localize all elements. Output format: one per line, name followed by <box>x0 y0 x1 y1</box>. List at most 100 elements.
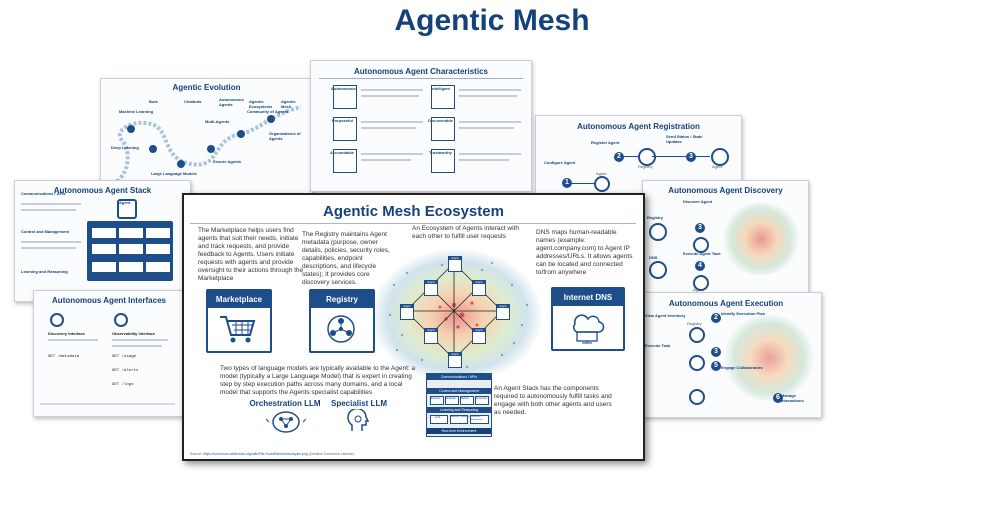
stack-side-label: Learning and Reasoning <box>21 269 68 274</box>
discovery-label: Execute Agent Task <box>683 251 721 256</box>
marketplace-box[interactable]: Marketplace <box>206 289 272 353</box>
execution-label: Identify Execution Plan <box>721 311 766 316</box>
stack-cell-label: Learning Mechanism <box>471 416 483 421</box>
flow-step: Bots <box>149 99 158 104</box>
slide-title: Autonomous Agent Execution <box>668 299 784 308</box>
discovery-label: DNS <box>649 255 658 260</box>
execution-label: Engage Collaborators <box>721 365 763 370</box>
flow-step: Chatbots <box>184 99 202 104</box>
characteristic-label: Autonomous <box>331 86 356 91</box>
flow-step: Agentic Ecosystems <box>249 99 273 109</box>
step-number: 3 <box>711 347 721 357</box>
internet-dns-label: Internet DNS <box>553 289 623 306</box>
internet-dns-box[interactable]: Internet DNS <box>551 287 625 351</box>
agent-node-label: Agent <box>473 328 485 332</box>
agent-node-label: Agent <box>401 304 413 308</box>
slide-title: Autonomous Agent Registration <box>577 122 700 131</box>
evolution-node: Large Language Models <box>151 171 197 176</box>
execution-label: Execute Task <box>645 343 671 348</box>
registration-label: Configure Agent <box>544 160 576 165</box>
marketplace-description: The Marketplace helps users find agents … <box>198 227 304 282</box>
registry-description: The Registry maintains Agent metadata (p… <box>302 231 390 286</box>
slide-agent-interfaces[interactable]: Autonomous Agent Interfaces Discovery In… <box>33 290 185 417</box>
agent-stack-description: An Agent Stack has the components requir… <box>494 385 612 416</box>
slide-agentic-evolution[interactable]: Agentic Evolution Bots Chatbots Autonomo… <box>100 78 313 200</box>
main-slide-agentic-mesh-ecosystem[interactable]: Agentic Mesh Ecosystem The Marketplace h… <box>182 193 645 461</box>
slide-title: Autonomous Agent Characteristics <box>354 67 488 76</box>
agent-node-label: Agent <box>425 328 437 332</box>
execution-label: View Agent Inventory <box>645 313 686 318</box>
discovery-label: Discover Agent <box>683 199 713 204</box>
execution-label: Registry <box>687 321 702 326</box>
agent-ecosystem-network: Agent Agent Agent Agent Agent Agent Agen… <box>372 249 542 383</box>
slide-agent-execution[interactable]: Autonomous Agent Execution View Agent In… <box>630 292 822 418</box>
source-credit: Source: https://commons.wikimedia.org/wi… <box>190 452 354 456</box>
flow-step: Agentic Mesh <box>281 99 296 109</box>
brain-head-icon <box>347 409 370 431</box>
registry-label: Registry <box>311 291 373 308</box>
step-number: 4 <box>695 261 705 271</box>
slide-agent-discovery[interactable]: Autonomous Agent Discovery Registry DNS … <box>642 180 809 297</box>
orchestration-llm-label: Orchestration LLM <box>249 399 321 408</box>
slide-title: Autonomous Agent Stack <box>53 186 152 195</box>
stack-row-label: Run-time Environment <box>441 429 477 433</box>
stack-agent: Agent <box>119 200 131 205</box>
registry-network-icon <box>327 315 355 343</box>
interface-endpoint: GET /logs <box>112 383 134 387</box>
characteristic-label: Intelligent <box>431 86 450 91</box>
main-slide-title: Agentic Mesh Ecosystem <box>323 203 504 220</box>
step-number: 1 <box>562 178 572 188</box>
agent-node-label: Agent <box>449 256 461 260</box>
registration-label: Register Agent <box>591 140 620 145</box>
agent-node-label: Agent <box>473 280 485 284</box>
characteristic-label: Accountable <box>330 150 355 155</box>
source-link[interactable]: https://commons.wikimedia.org/wiki/File:… <box>203 452 308 456</box>
source-suffix: (Creative Commons License) <box>308 452 355 456</box>
stack-cell-label: Memory / Retrieval <box>451 416 470 418</box>
characteristic-label: Discoverable <box>428 118 453 123</box>
evolution-node: Community of Agents <box>247 109 289 114</box>
stack-cell-label: Execute <box>431 397 441 400</box>
agent-node-label: Agent <box>497 304 509 308</box>
specialist-llm-label: Specialist LLM <box>330 399 387 408</box>
step-number: 3 <box>686 152 696 162</box>
interface-label: Observability Interface <box>112 331 156 336</box>
agent-node-label: Agent <box>425 280 437 284</box>
characteristic-label: Trustworthy <box>429 150 452 155</box>
registration-label: Send Status / State Updates <box>666 134 703 144</box>
evolution-node: Organizations of Agents <box>269 131 301 141</box>
flow-step: Autonomous Agents <box>219 97 244 107</box>
interface-endpoint: GET /metadata <box>48 355 80 359</box>
characteristic-label: Purposeful <box>332 118 353 123</box>
evolution-node: Ensure Agents <box>213 159 242 164</box>
stack-row-label: Communications / APIs <box>440 375 478 379</box>
dns-description: DNS maps human-readable names (example: … <box>536 229 633 276</box>
step-number: 6 <box>773 393 783 403</box>
execution-label: Manage Interactions <box>781 393 804 403</box>
stack-side-label: Control and Management <box>21 229 70 234</box>
discovery-label: Registry <box>647 215 664 220</box>
stack-side-label: Communications / APIs <box>21 191 66 196</box>
ecosystem-description: An Ecosystem of Agents interact with eac… <box>412 225 519 240</box>
brain-network-icon <box>266 411 306 433</box>
stack-cell-label: Evaluate <box>446 397 456 400</box>
slide-title: Autonomous Agent Interfaces <box>52 296 166 305</box>
agent-node-label: Agent <box>449 352 461 356</box>
step-number: 3 <box>695 223 705 233</box>
interface-endpoint: GET /usage <box>112 355 137 359</box>
stack-row-label: Learning and Reasoning <box>439 408 479 412</box>
slide-agent-stack[interactable]: Autonomous Agent Stack Communications / … <box>14 180 191 302</box>
discovery-label: Agent <box>693 287 704 292</box>
registry-box[interactable]: Registry <box>309 289 375 353</box>
step-number: 2 <box>711 313 721 323</box>
slide-title: Autonomous Agent Discovery <box>668 186 783 195</box>
registration-label: Registry <box>638 164 653 169</box>
stack-cell-label: Remember <box>475 397 488 400</box>
agent-stack-diagram: Communications / APIs Control and Manage… <box>426 373 492 437</box>
slide-agent-characteristics[interactable]: Autonomous Agent Characteristics Autonom… <box>310 60 532 192</box>
stack-cell-label: Reflect <box>461 397 469 400</box>
evolution-node: Deep Learning <box>111 145 139 150</box>
stack-cell-label: LLM <box>435 416 440 419</box>
evolution-node: Machine Learning <box>119 109 154 114</box>
registration-label: Agent <box>712 164 723 169</box>
